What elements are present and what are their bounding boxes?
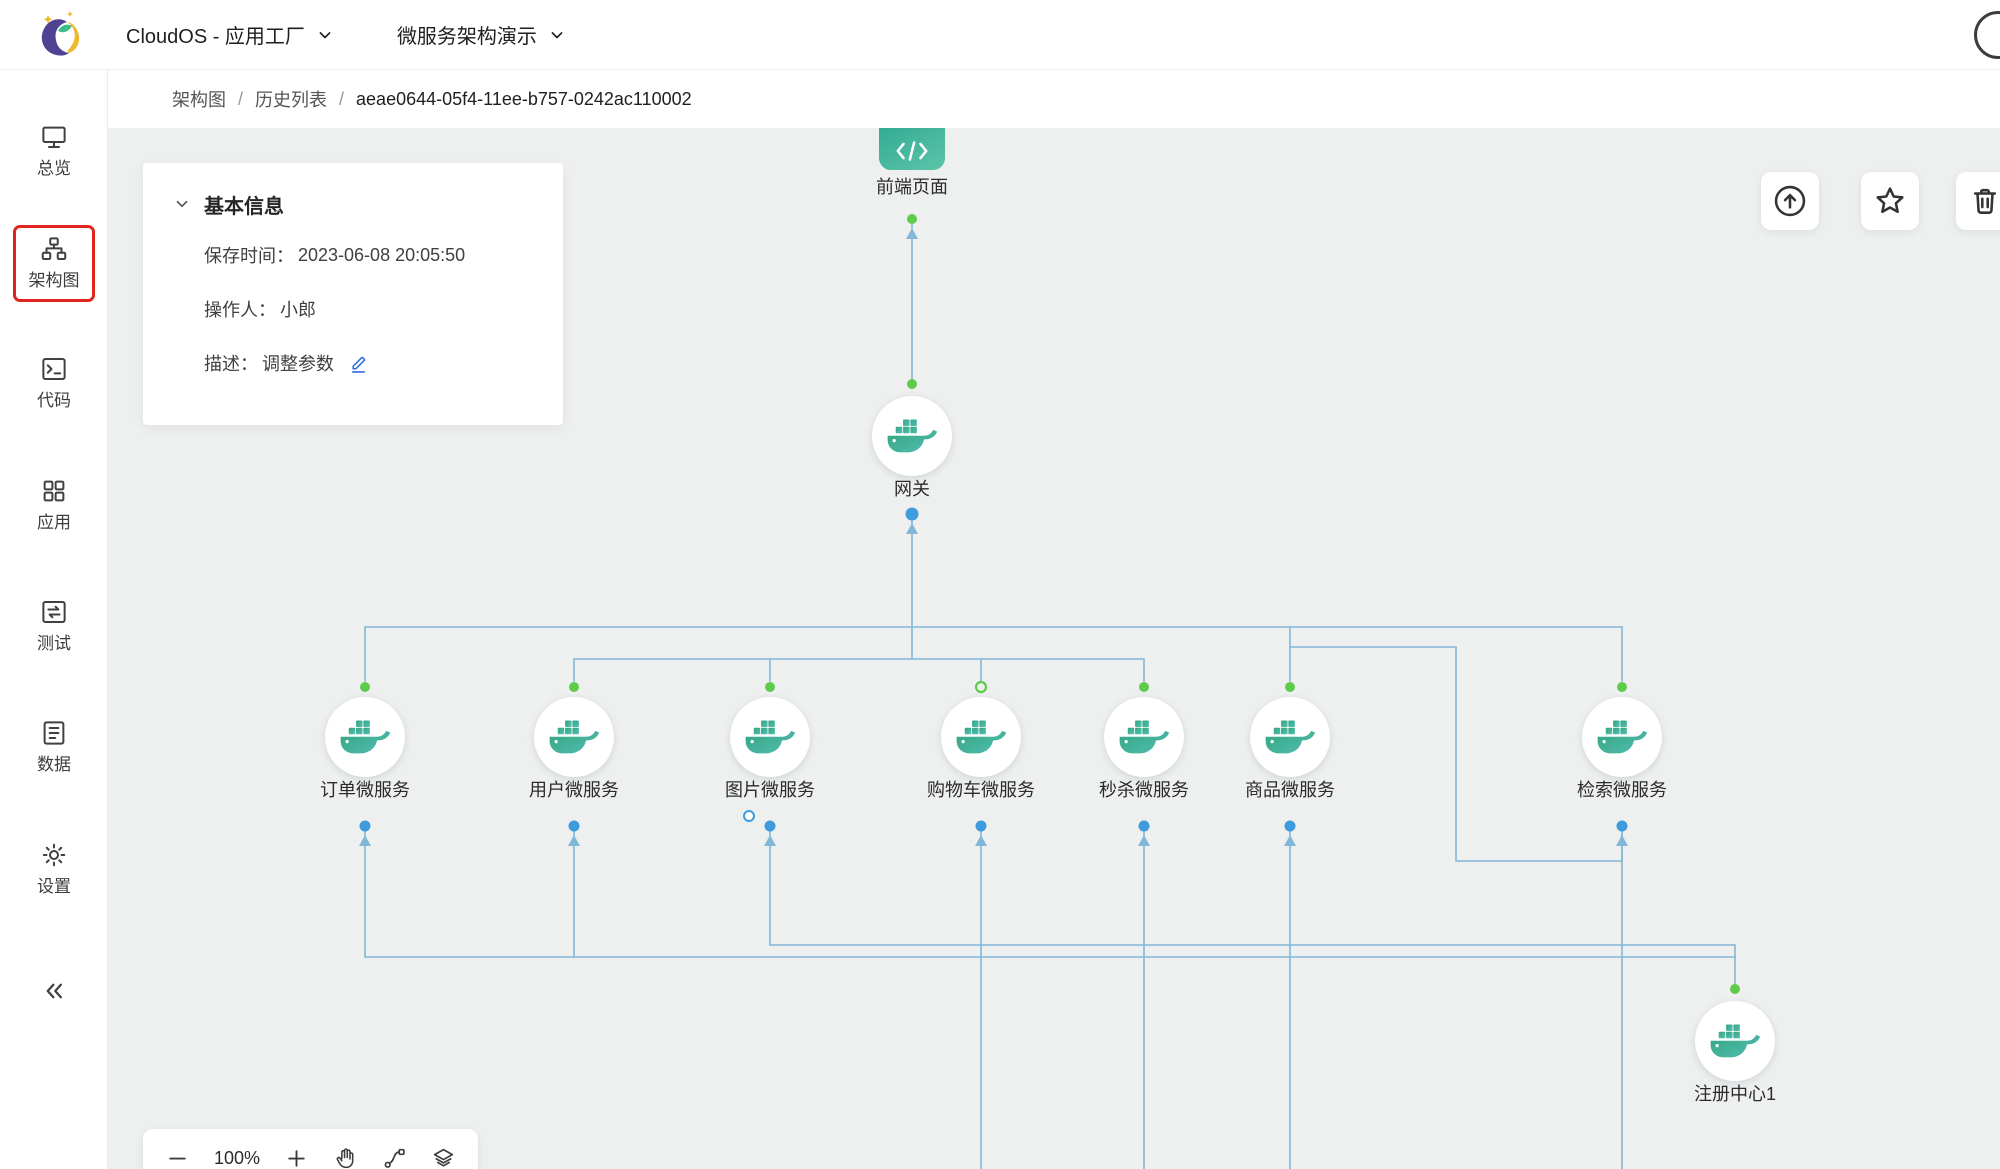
- field-value: 2023-06-08 20:05:50: [298, 244, 466, 265]
- node-label: 用户微服务: [529, 780, 619, 800]
- app-header: CloudOS - 应用工厂 微服务架构演示: [0, 0, 2000, 70]
- double-chevron-left-icon: [46, 983, 62, 999]
- node-label: 检索微服务: [1577, 780, 1667, 800]
- sidebar-item-label: 数据: [37, 755, 71, 774]
- sidebar-item-test[interactable]: 测试: [0, 597, 108, 654]
- sidebar-item-label: 总览: [37, 159, 71, 178]
- node-product-service[interactable]: 商品微服务: [1245, 697, 1335, 801]
- info-row-save-time: 保存时间： 2023-06-08 20:05:50: [173, 243, 533, 267]
- product-switcher-label: CloudOS - 应用工厂: [126, 26, 305, 48]
- monitor-icon: [42, 126, 66, 148]
- node-frontend-page[interactable]: 前端页面: [876, 128, 948, 198]
- node-label: 商品微服务: [1245, 780, 1335, 800]
- document-icon: [43, 721, 65, 745]
- gear-icon: [42, 843, 66, 867]
- sidebar-item-settings[interactable]: 设置: [0, 840, 108, 897]
- sidebar-item-label: 设置: [37, 877, 71, 896]
- publish-button[interactable]: [1761, 172, 1819, 230]
- upload-circle-icon: [1774, 185, 1806, 217]
- chevron-down-icon: [551, 31, 563, 38]
- frontend-page-icon: [879, 128, 945, 170]
- node-order-service[interactable]: 订单微服务: [320, 697, 410, 801]
- node-image-service[interactable]: 图片微服务: [725, 697, 815, 801]
- sidebar-collapse-button[interactable]: [0, 976, 108, 1006]
- field-label: 描述：: [204, 354, 258, 374]
- trash-icon: [1973, 188, 1997, 214]
- docker-whale-icon: [887, 418, 938, 452]
- collapse-chevron-icon[interactable]: [173, 195, 191, 213]
- grid-icon: [43, 480, 65, 502]
- docker-whale-icon: [956, 719, 1007, 753]
- sidebar: 总览 架构图 代码 应用 测试 数据: [0, 70, 108, 1169]
- info-row-operator: 操作人： 小郎: [173, 297, 533, 321]
- breadcrumb-separator: /: [238, 88, 244, 109]
- breadcrumb-separator: /: [339, 88, 345, 109]
- project-switcher-label: 微服务架构演示: [396, 26, 537, 48]
- node-label: 订单微服务: [320, 780, 410, 800]
- edit-pencil-icon[interactable]: [348, 353, 369, 374]
- main-area: 架构图 / 历史列表 / aeae0644-05f4-11ee-b757-024…: [108, 70, 2000, 1169]
- info-row-description: 描述： 调整参数: [173, 351, 533, 375]
- node-search-service[interactable]: 检索微服务: [1577, 697, 1667, 801]
- favorite-button[interactable]: [1861, 172, 1919, 230]
- docker-whale-icon: [745, 719, 796, 753]
- user-avatar[interactable]: [1974, 11, 2000, 59]
- sidebar-item-overview[interactable]: 总览: [0, 122, 108, 179]
- breadcrumb: 架构图 / 历史列表 / aeae0644-05f4-11ee-b757-024…: [108, 70, 2000, 128]
- node-seckill-service[interactable]: 秒杀微服务: [1099, 697, 1189, 801]
- zoom-out-icon[interactable]: [165, 1146, 190, 1169]
- node-label: 购物车微服务: [927, 780, 1035, 800]
- sidebar-item-label: 测试: [37, 634, 71, 653]
- docker-whale-icon: [340, 719, 391, 753]
- sidebar-item-architecture[interactable]: 架构图: [13, 225, 95, 302]
- docker-whale-icon: [1265, 719, 1316, 753]
- star-icon: [1876, 187, 1904, 214]
- zoom-level: 100%: [214, 1147, 261, 1168]
- node-label: 秒杀微服务: [1099, 780, 1189, 800]
- sidebar-item-application[interactable]: 应用: [0, 476, 108, 533]
- zoom-in-icon[interactable]: [284, 1146, 309, 1169]
- node-cart-service[interactable]: 购物车微服务: [927, 697, 1035, 801]
- chevron-down-icon: [319, 31, 331, 38]
- docker-whale-icon: [1119, 719, 1170, 753]
- architecture-canvas[interactable]: 基本信息 保存时间： 2023-06-08 20:05:50 操作人： 小郎 描…: [108, 128, 2000, 1169]
- layers-icon[interactable]: [431, 1146, 456, 1169]
- node-label: 前端页面: [876, 177, 948, 197]
- sidebar-item-label: 架构图: [28, 271, 80, 290]
- architecture-icon: [41, 237, 67, 260]
- sidebar-item-code[interactable]: 代码: [0, 354, 108, 411]
- field-label: 保存时间：: [204, 246, 294, 266]
- field-value: 小郎: [280, 300, 316, 320]
- terminal-icon: [42, 358, 66, 380]
- node-gateway[interactable]: 网关: [872, 396, 952, 500]
- docker-whale-icon: [1597, 719, 1648, 753]
- project-switcher[interactable]: 微服务架构演示: [397, 20, 567, 49]
- breadcrumb-history-list[interactable]: 历史列表: [255, 90, 328, 110]
- cloudos-logo-icon[interactable]: [34, 9, 82, 61]
- node-label: 注册中心1: [1693, 1084, 1777, 1104]
- node-user-service[interactable]: 用户微服务: [529, 697, 619, 801]
- field-value: 调整参数: [262, 354, 334, 374]
- docker-whale-icon: [549, 719, 600, 753]
- connection-ports: [359, 214, 1740, 994]
- docker-whale-icon: [1710, 1023, 1761, 1057]
- canvas-toolbar: 100%: [143, 1129, 479, 1169]
- field-label: 操作人：: [204, 300, 276, 320]
- basic-info-panel: 基本信息 保存时间： 2023-06-08 20:05:50 操作人： 小郎 描…: [143, 163, 563, 425]
- sidebar-item-label: 应用: [37, 513, 71, 532]
- info-panel-title: 基本信息: [204, 195, 284, 218]
- sidebar-item-label: 代码: [37, 391, 71, 410]
- product-switcher[interactable]: CloudOS - 应用工厂: [126, 20, 335, 49]
- node-label: 网关: [894, 479, 930, 499]
- sidebar-item-data[interactable]: 数据: [0, 718, 108, 775]
- test-cycle-icon: [42, 601, 66, 623]
- delete-button[interactable]: [1956, 172, 2000, 230]
- breadcrumb-current-id: aeae0644-05f4-11ee-b757-0242ac110002: [356, 88, 692, 109]
- node-registry-center[interactable]: 注册中心1: [1694, 1001, 1776, 1105]
- hand-icon[interactable]: [333, 1146, 358, 1169]
- node-label: 图片微服务: [725, 780, 815, 800]
- breadcrumb-architecture[interactable]: 架构图: [172, 90, 226, 110]
- route-icon[interactable]: [382, 1146, 407, 1169]
